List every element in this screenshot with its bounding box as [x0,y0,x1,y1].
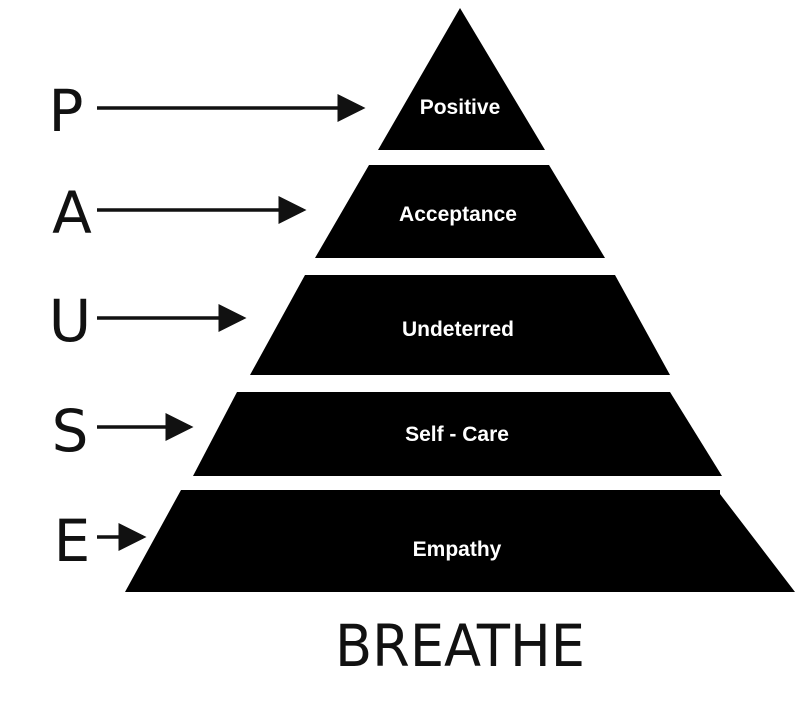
level-label-undeterred: Undeterred [402,318,514,341]
level-label-positive: Positive [420,96,501,119]
pyramid-level-undeterred [250,275,670,375]
level-label-self-care: Self - Care [405,423,509,446]
letter-e: E [54,507,91,575]
letter-u: U [49,287,91,355]
pyramid-level-acceptance [315,165,605,258]
pyramid-level-empathy [125,490,795,592]
letter-s: S [52,397,89,465]
pyramid-level-positive [378,8,545,150]
letter-p: P [49,77,84,145]
level-label-acceptance: Acceptance [399,203,517,226]
base-label-breathe: BREATHE [335,612,585,680]
level-label-empathy: Empathy [413,538,502,561]
pyramid-level-self-care [193,392,722,476]
letter-a: A [52,179,92,247]
